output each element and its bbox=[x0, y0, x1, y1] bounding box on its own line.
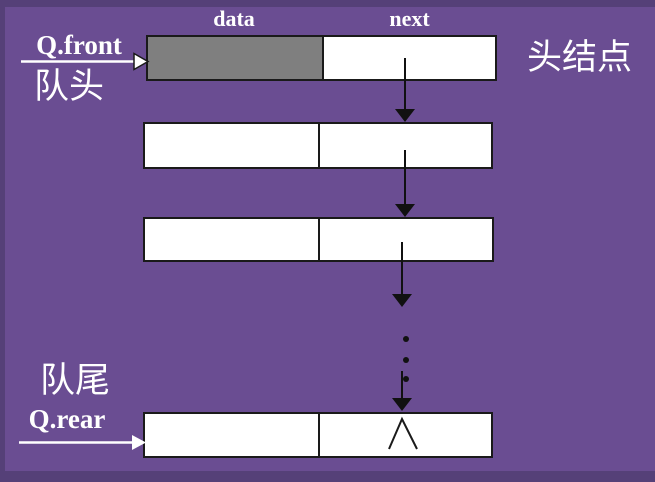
list-node-3 bbox=[143, 217, 494, 262]
node-2-data-cell bbox=[145, 124, 320, 167]
queue-rear-label: 队尾 bbox=[40, 361, 111, 400]
next-field-label: next bbox=[389, 6, 430, 31]
ellipsis-dots bbox=[403, 336, 409, 382]
list-node-2 bbox=[143, 122, 493, 169]
q-front-pointer-label: Q.front bbox=[36, 30, 122, 60]
slide-edge-left bbox=[0, 0, 5, 482]
q-rear-arrow bbox=[19, 435, 146, 450]
head-node bbox=[146, 35, 497, 81]
node-3-next-cell bbox=[320, 219, 492, 260]
head-node-label: 头结点 bbox=[527, 38, 633, 77]
data-field-label: data bbox=[213, 6, 255, 31]
node-2-next-cell bbox=[320, 124, 491, 167]
rear-node-data-cell bbox=[145, 414, 320, 456]
next-arrow-4 bbox=[392, 371, 412, 411]
ellipsis-dot bbox=[403, 336, 409, 342]
rear-node-next-cell bbox=[320, 414, 491, 456]
queue-front-label: 队头 bbox=[34, 67, 105, 106]
q-rear-pointer-label: Q.rear bbox=[28, 404, 106, 434]
head-node-next-cell bbox=[324, 37, 495, 79]
head-node-data-cell bbox=[148, 37, 324, 79]
rear-node bbox=[143, 412, 493, 458]
ellipsis-dot bbox=[403, 376, 409, 382]
ellipsis-dot bbox=[403, 357, 409, 363]
slide-edge-bottom bbox=[0, 471, 655, 482]
node-3-data-cell bbox=[145, 219, 320, 260]
slide-edge-top bbox=[0, 0, 655, 7]
